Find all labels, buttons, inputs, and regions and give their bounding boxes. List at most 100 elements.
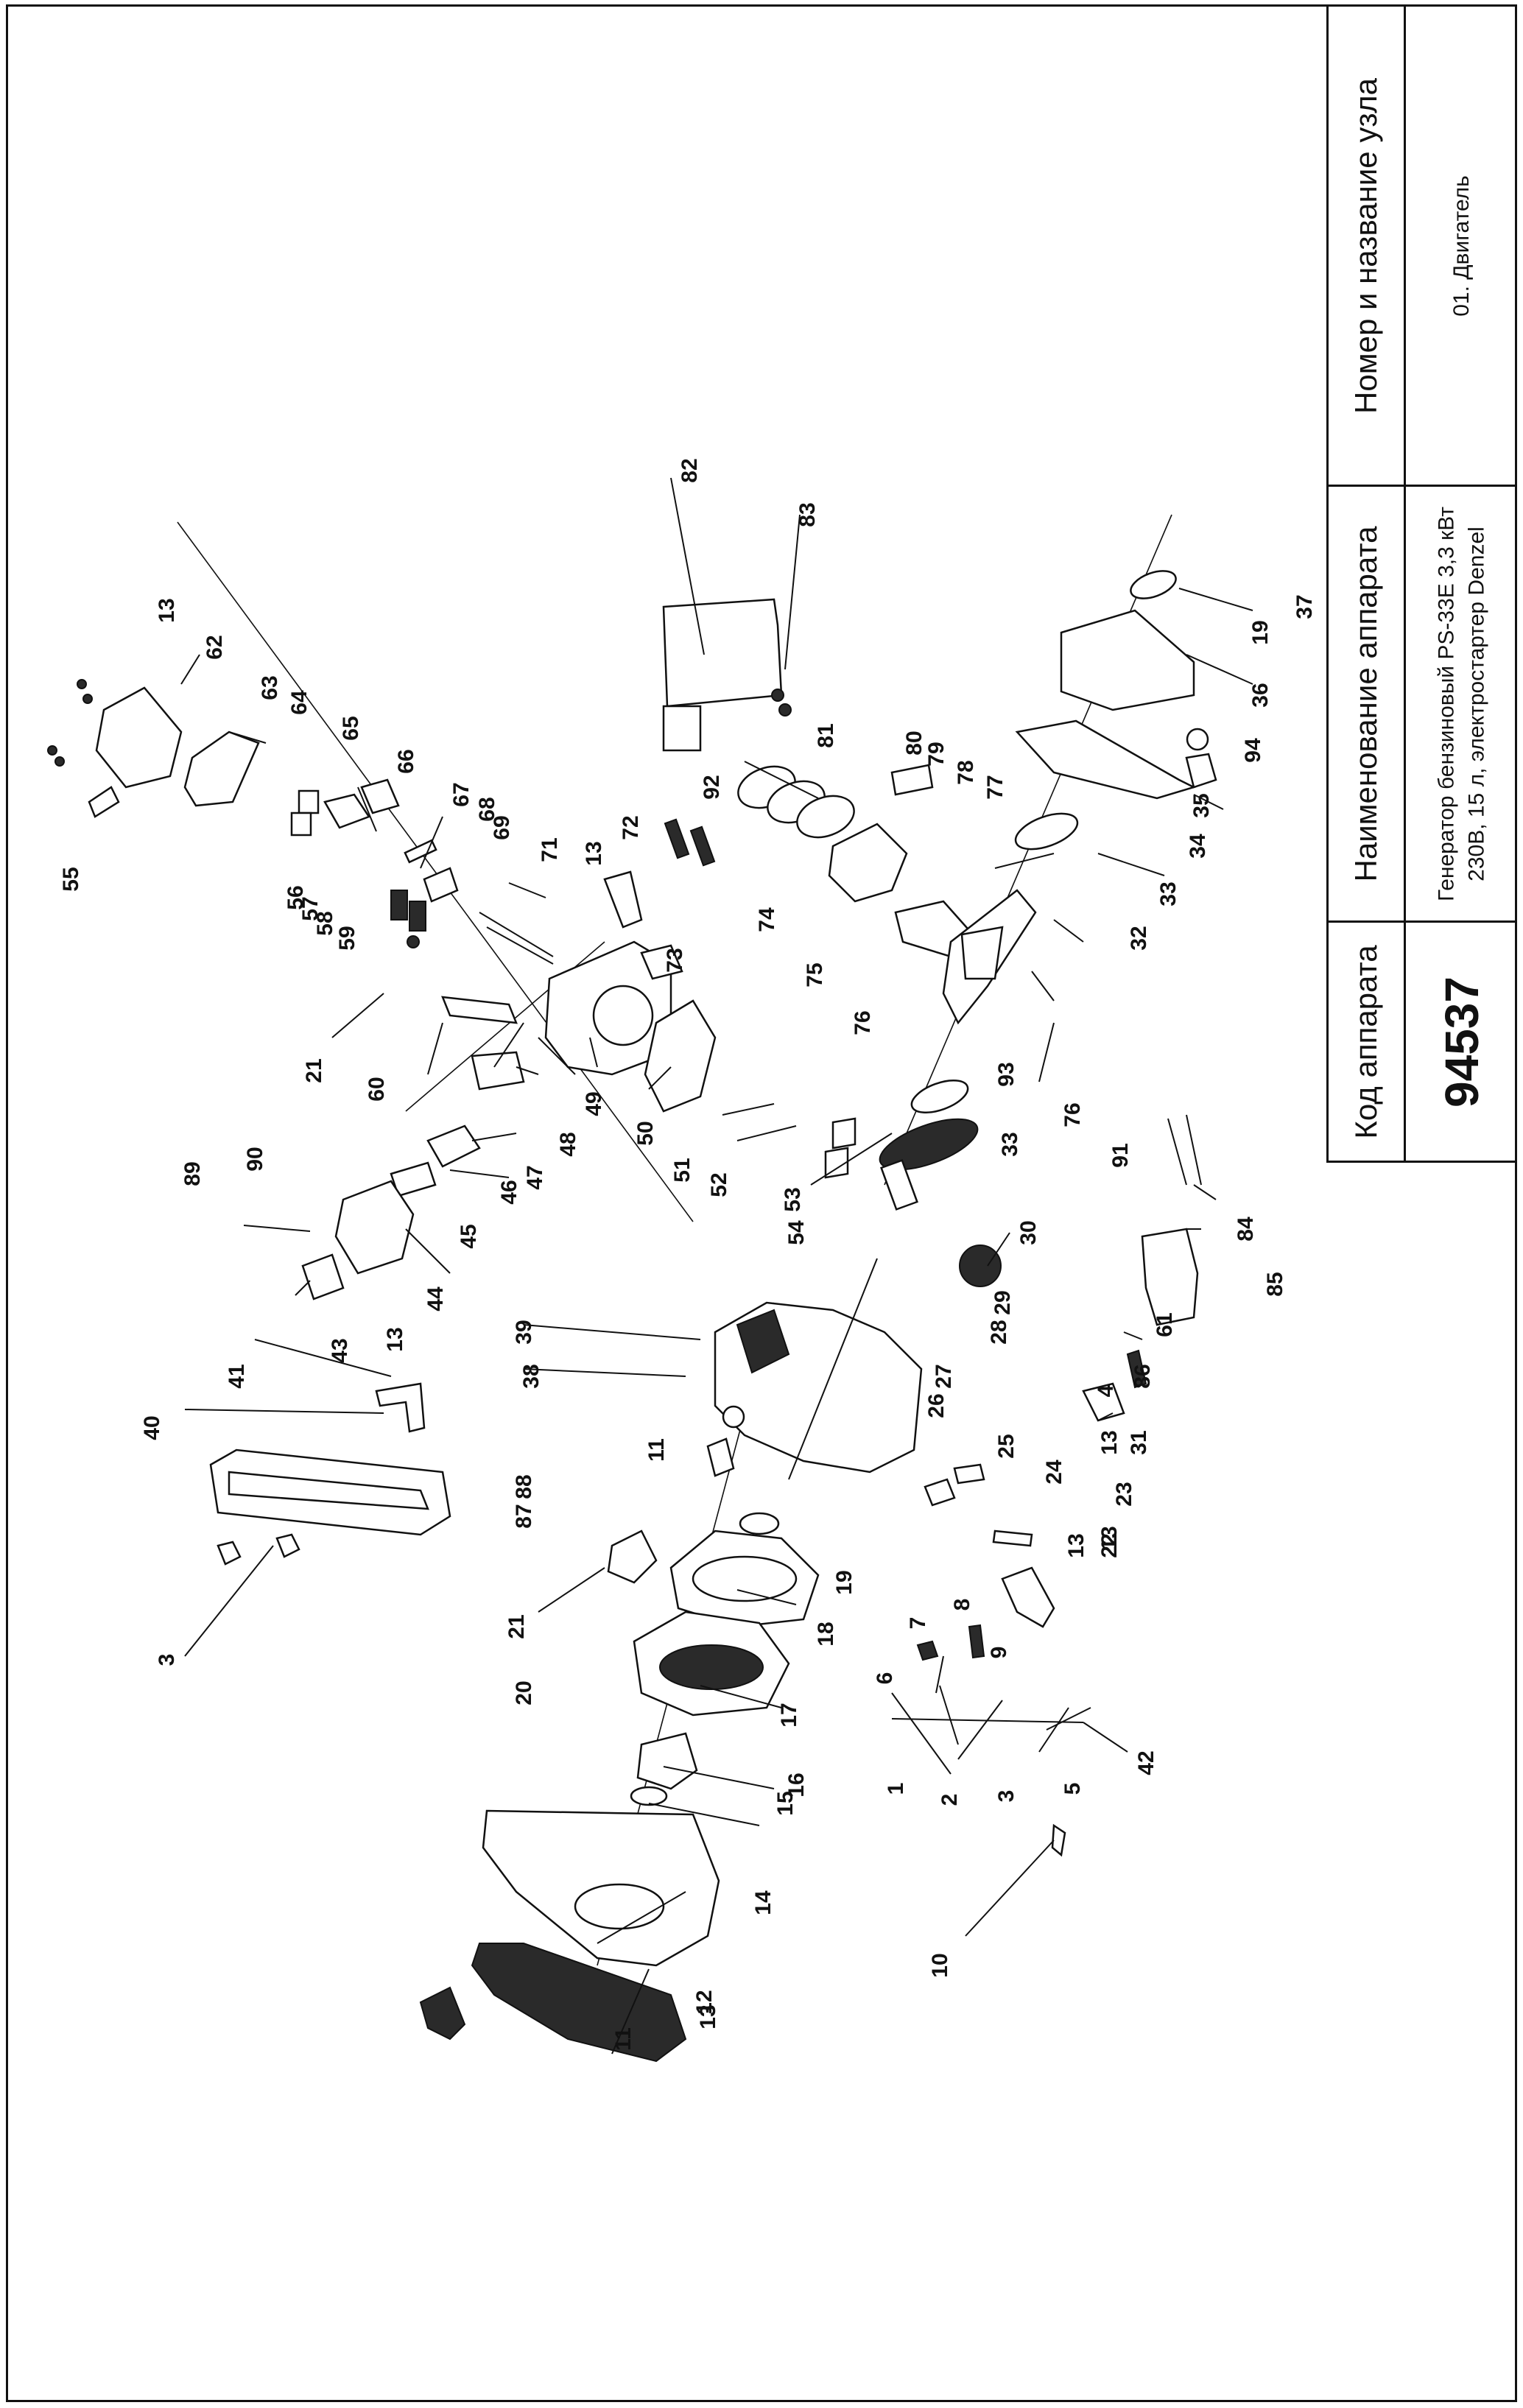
- callout-85: 85: [1263, 1272, 1287, 1296]
- callout-92: 92: [700, 775, 724, 799]
- recoil-starter-12: [471, 1943, 687, 2063]
- leader: [736, 1589, 797, 1605]
- head-gasket-50: [644, 999, 717, 1113]
- bolt-86: [1126, 1349, 1147, 1389]
- leader: [1038, 1707, 1069, 1753]
- callout-16: 16: [784, 1772, 809, 1797]
- starter-cup-16: [636, 1732, 698, 1790]
- code-value-cell: 94537: [1406, 923, 1517, 1163]
- device-value-cell: Генератор бензиновый PS-33E 3,3 кВт 230В…: [1406, 487, 1517, 923]
- callout-9: 9: [987, 1647, 1011, 1659]
- clip-10: [1051, 1823, 1066, 1857]
- callout-81: 81: [814, 723, 838, 747]
- callout-26: 26: [924, 1393, 949, 1418]
- leader: [254, 1339, 392, 1377]
- callout-79: 79: [924, 742, 949, 766]
- gasket-47: [471, 1051, 525, 1091]
- leader: [788, 1258, 878, 1480]
- cover-gasket-34: [1015, 719, 1197, 800]
- callout-66: 66: [394, 749, 418, 773]
- callout-58: 58: [313, 911, 337, 935]
- washer-94: [1186, 728, 1209, 751]
- leader: [228, 731, 267, 744]
- callout-11: 11: [611, 2027, 636, 2051]
- seal-19: [1130, 570, 1177, 599]
- governor-35: [1185, 753, 1217, 789]
- callout-48: 48: [556, 1132, 580, 1156]
- callout-63: 63: [258, 675, 282, 700]
- callout-82: 82: [678, 458, 702, 482]
- callout-62: 62: [203, 635, 227, 659]
- callout-72: 72: [619, 815, 643, 839]
- callout-38: 38: [519, 1364, 544, 1388]
- nut-icon: [77, 679, 87, 689]
- lever-22: [992, 1529, 1033, 1547]
- callout-30: 30: [1016, 1220, 1041, 1245]
- callout-84: 84: [1234, 1217, 1258, 1242]
- title-block-header-column: Номер и название узла Наименование аппар…: [1326, 7, 1404, 1163]
- callout-10: 10: [928, 1953, 952, 1977]
- bearing-33b: [910, 1079, 969, 1114]
- callout-91: 91: [1108, 1143, 1133, 1167]
- callout-41: 41: [225, 1364, 249, 1388]
- callout-8: 8: [950, 1599, 974, 1611]
- bracket-41: [375, 1382, 426, 1433]
- callout-83: 83: [795, 502, 820, 527]
- callout-39: 39: [512, 1320, 536, 1344]
- callout-64: 64: [287, 690, 312, 715]
- callout-89: 89: [180, 1161, 205, 1186]
- leader: [1186, 654, 1253, 685]
- callout-46: 46: [497, 1180, 521, 1204]
- callout-65: 65: [339, 716, 363, 740]
- callout-73: 73: [663, 948, 687, 972]
- callout-1: 1: [884, 1783, 908, 1795]
- callout-80: 80: [902, 731, 926, 755]
- governor-gear-30: [959, 1245, 1002, 1287]
- callout-24: 24: [1042, 1460, 1066, 1485]
- starter-motor-85: [1141, 1228, 1199, 1326]
- valve-cover-62: [95, 686, 183, 789]
- leader: [184, 1409, 384, 1414]
- valve-cover-gasket-63: [183, 731, 260, 807]
- rocker-65: [298, 789, 320, 814]
- callout-40: 40: [140, 1415, 164, 1440]
- callout-57: 57: [298, 896, 323, 920]
- callout-23: 23: [1112, 1482, 1136, 1506]
- callout-67: 67: [449, 782, 474, 806]
- code-header: Код аппарата: [1348, 944, 1383, 1139]
- leader: [538, 1037, 576, 1075]
- cylinder-fins: [736, 1309, 790, 1374]
- breather-tube-55: [88, 786, 120, 818]
- flywheel-nut-15: [630, 1786, 668, 1806]
- callout-3: 3: [994, 1790, 1019, 1803]
- leader: [1031, 971, 1055, 1001]
- callout-51: 51: [670, 1158, 694, 1182]
- leader: [957, 1700, 1003, 1760]
- callout-94: 94: [1241, 738, 1265, 763]
- device-header: Наименование аппарата: [1348, 526, 1383, 881]
- callout-13: 13: [1097, 1526, 1122, 1550]
- leader: [1038, 1022, 1055, 1082]
- callout-88: 88: [512, 1474, 536, 1499]
- ignition-coil-31: [1082, 1382, 1125, 1422]
- air-filter-lid: [228, 1471, 429, 1510]
- pivot-67: [404, 839, 437, 864]
- leader: [965, 1840, 1055, 1937]
- rocker-arm-66b: [360, 778, 400, 814]
- pin-74: [664, 818, 690, 859]
- callout-74: 74: [755, 907, 779, 932]
- leader: [449, 1169, 510, 1178]
- callout-45: 45: [457, 1224, 481, 1248]
- combustion-port: [592, 985, 654, 1046]
- fan-cover-hub: [692, 1555, 798, 1602]
- leader: [1053, 919, 1084, 943]
- callout-76: 76: [1061, 1102, 1085, 1127]
- callout-42: 42: [1134, 1750, 1158, 1775]
- wing-nut-3a: [217, 1541, 242, 1566]
- piston-77: [828, 823, 908, 903]
- callout-13: 13: [582, 841, 606, 865]
- callout-47: 47: [523, 1165, 547, 1189]
- bore-mark: [722, 1405, 745, 1429]
- callout-53: 53: [781, 1187, 805, 1211]
- insulator-46: [426, 1124, 481, 1168]
